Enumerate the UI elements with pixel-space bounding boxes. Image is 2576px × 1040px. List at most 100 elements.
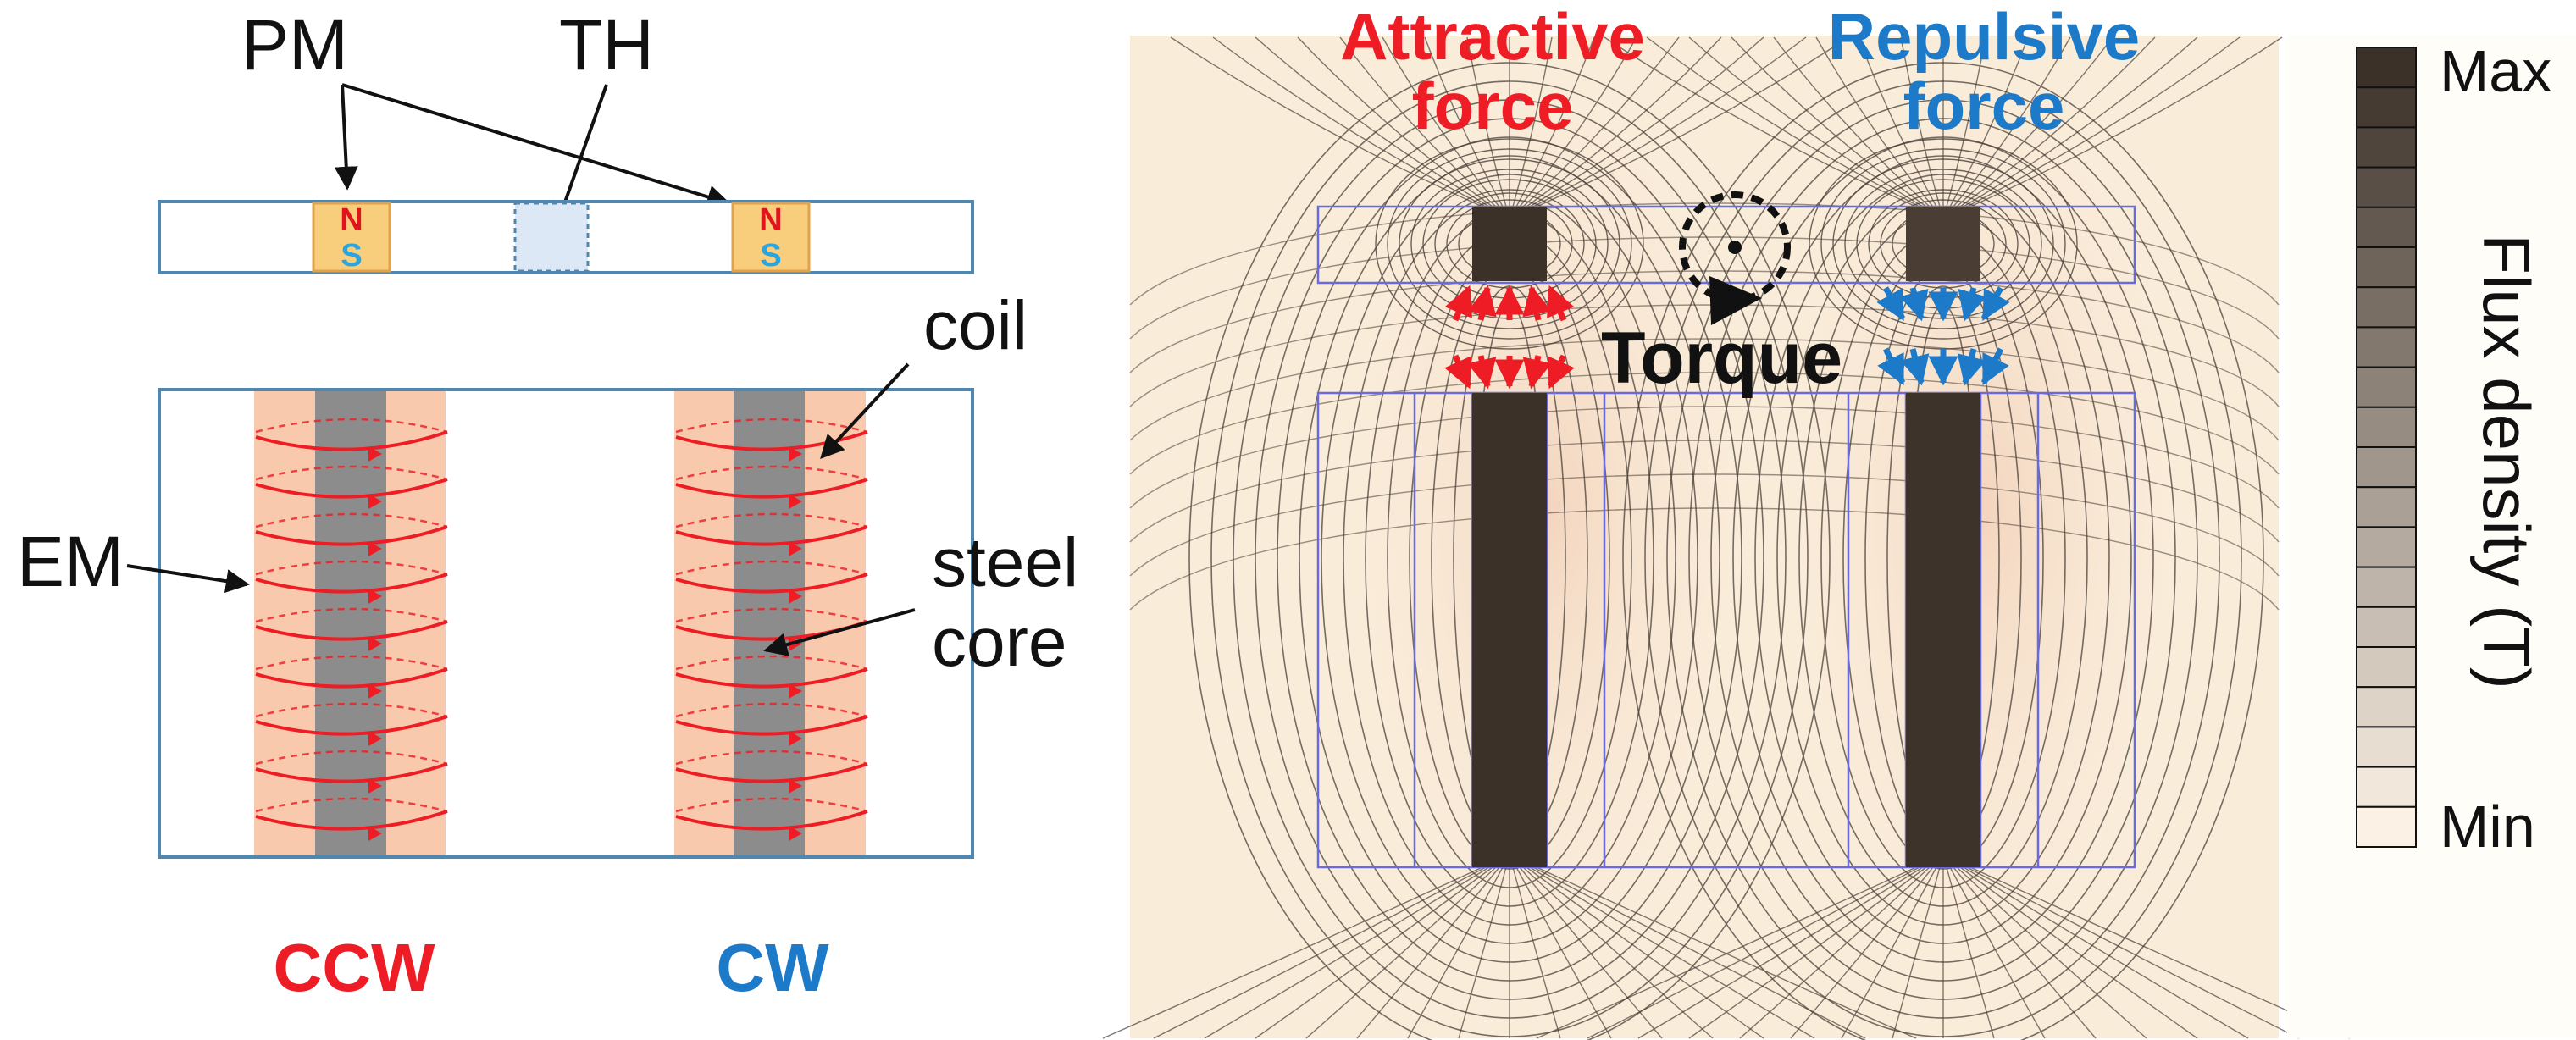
flux-line-ray-top <box>1946 36 1986 207</box>
winding-back <box>675 465 868 481</box>
flux-line-ray-top <box>1963 36 2198 207</box>
winding-direction-arrow <box>789 778 802 794</box>
magnet-flux-left <box>1472 207 1547 281</box>
colorbar-step <box>2356 805 2417 848</box>
flux-line-ray <box>1305 866 1497 1039</box>
flux-line-ray <box>1963 866 2249 1039</box>
flux-line-ray <box>1637 866 1924 1039</box>
flux-line-ray-top <box>1956 36 2113 207</box>
left-schematic: PM TH N S N S coil <box>17 5 1078 1005</box>
winding-back <box>255 750 448 766</box>
winding-front <box>675 667 868 689</box>
winding-front <box>675 715 868 736</box>
winding-back <box>675 797 868 813</box>
winding-back <box>675 607 868 623</box>
winding-direction-arrow <box>368 683 382 699</box>
pm-pointer-arrow-right <box>341 83 731 208</box>
flux-line-ray <box>1536 866 1917 1039</box>
flux-line-ray <box>1946 866 1995 1039</box>
winding-direction-arrow <box>789 494 802 509</box>
flux-line-ray-top <box>1170 36 1483 207</box>
attractive-force-label-line1: Attractive <box>1340 0 1645 74</box>
force-arrow <box>1876 286 1906 322</box>
repulsive-force-label-line2: force <box>1903 69 2065 143</box>
winding-back <box>255 418 448 434</box>
colorbar-panel <box>2287 36 2576 1038</box>
flux-line-ray <box>1515 866 1612 1039</box>
flux-line-ray-top <box>1900 36 1941 207</box>
winding-front <box>255 762 448 783</box>
flux-line-outer <box>1129 473 2280 577</box>
flux-line-ray <box>1519 866 1663 1039</box>
force-arrow <box>1980 347 2009 386</box>
colorbar-step <box>2356 86 2417 129</box>
winding-front <box>255 715 448 736</box>
winding-direction-arrow <box>789 683 802 699</box>
torque-label: Torque <box>1601 318 1842 399</box>
flux-line-ray-top <box>1953 36 2071 207</box>
flux-line-ray-top <box>1604 36 1917 207</box>
flux-line-ray <box>1841 866 1937 1039</box>
windings-ccw <box>255 418 448 841</box>
flux-line-outer <box>1129 440 2280 543</box>
colorbar-step <box>2356 766 2417 808</box>
flux-line-ray <box>1522 866 1714 1039</box>
force-arrow <box>1444 354 1472 390</box>
steel-core-label-line1: steel <box>932 524 1078 601</box>
winding-direction-arrow <box>368 731 382 746</box>
ccw-label: CCW <box>273 930 435 1005</box>
coil-label: coil <box>923 287 1028 364</box>
force-arrow <box>1899 287 1929 322</box>
flux-line-ray-top <box>1466 36 1507 207</box>
flux-line-outer <box>1129 236 2280 340</box>
flux-line-ray-top <box>1815 36 1934 207</box>
magnet-left-n-pole: N <box>340 202 363 238</box>
coil-pointer-arrow <box>820 362 910 460</box>
flux-line-ray-top <box>1515 36 1595 207</box>
flux-line-ray <box>1526 866 1764 1039</box>
winding-front <box>255 810 448 831</box>
winding-front <box>675 810 868 831</box>
colorbar-step <box>2356 446 2417 489</box>
flux-line-ray-top <box>1297 36 1493 207</box>
colorbar-step <box>2356 526 2417 568</box>
force-arrow <box>1957 348 1986 386</box>
flux-line-ray-top <box>1522 36 1680 207</box>
flux-line-ray-top <box>1519 36 1637 207</box>
winding-direction-arrow <box>789 731 802 746</box>
flux-line-ray <box>1949 866 2046 1039</box>
flux-line-ray-top <box>1966 36 2241 207</box>
colorbar-min-label: Min <box>2440 794 2535 860</box>
colorbar-step <box>2356 286 2417 329</box>
stator-outline-outer <box>1316 391 2136 869</box>
flux-line-ray-top <box>1424 36 1504 207</box>
steel-core-label-line2: core <box>932 604 1067 681</box>
colorbar-max-label: Max <box>2440 38 2551 104</box>
permanent-magnet-right <box>731 202 811 273</box>
winding-front <box>675 478 868 499</box>
flux-line-ray <box>1529 866 1815 1039</box>
force-arrows <box>1444 285 2010 390</box>
flux-simulation: Torque Attractive force Repulsive force <box>1102 0 2351 1040</box>
magnet-flux-right <box>1906 207 1980 281</box>
core-flux-right <box>1906 393 1980 867</box>
flux-line-ray-top <box>1858 36 1937 207</box>
flux-line-ray <box>1953 866 2097 1039</box>
flux-line-ray <box>1966 866 2300 1039</box>
winding-back <box>675 560 868 576</box>
colorbar-title: Flux density (T) <box>2469 234 2544 689</box>
flux-line-ray-top <box>1536 36 1849 207</box>
winding-front <box>255 478 448 499</box>
flux-line-ray-top <box>1773 36 1931 207</box>
colorbar-steps <box>2356 47 2417 848</box>
winding-direction-arrow <box>789 446 802 462</box>
colorbar-step <box>2356 326 2417 368</box>
force-arrow <box>1547 354 1575 390</box>
flux-line-ray-top <box>1532 36 1807 207</box>
steel-core-pointer-arrow <box>763 608 916 656</box>
winding-back <box>255 512 448 528</box>
colorbar-step <box>2356 166 2417 208</box>
winding-back <box>675 655 868 671</box>
flux-line-ray <box>1892 866 1941 1039</box>
